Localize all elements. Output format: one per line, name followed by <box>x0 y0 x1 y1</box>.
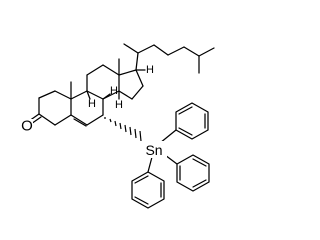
bond-c13-c17 <box>118 69 137 76</box>
bond-c3-c4 <box>38 113 56 126</box>
bond-c4-c5 <box>54 114 72 126</box>
bond-c12-c13 <box>102 64 120 76</box>
tin-label: Sn <box>145 142 162 158</box>
bond-c25-c26 <box>198 47 215 57</box>
bond-c11-c12 <box>86 64 104 76</box>
bond-c23-c24 <box>167 46 185 56</box>
bond-c9-c10 <box>70 90 88 100</box>
bond-c9-h <box>86 90 91 100</box>
bond-c22-c23 <box>153 44 169 56</box>
bond-sn-ph1 <box>159 129 177 144</box>
structure-canvas: O Sn H H H H <box>21 43 215 209</box>
phenyl-ring-1 <box>175 102 209 140</box>
phenyl-ring-2 <box>131 171 165 209</box>
h-label-c14: H <box>115 99 123 111</box>
bond-c20-c21 <box>123 43 139 54</box>
bond-c15-c14 <box>118 90 133 100</box>
hashed-bond-c7-sn <box>104 117 142 142</box>
h-label-c17: H <box>146 64 154 76</box>
oxygen-label: O <box>21 118 33 135</box>
bond-c6-c7 <box>86 114 104 126</box>
bond-c5-c6 <box>70 114 88 126</box>
h-label-c9: H <box>88 98 96 110</box>
phenyl-ring-3 <box>176 154 210 192</box>
bond-c20-c22 <box>137 44 155 54</box>
bond-c8-c9 <box>86 90 104 100</box>
molecule-drawing: O Sn H H H H <box>21 43 215 209</box>
bond-c5-c6-double <box>73 118 87 127</box>
bond-c17-c16 <box>135 69 144 87</box>
bond-c24-c25 <box>183 46 200 57</box>
bond-c1-c2 <box>38 90 56 99</box>
h-label-c8: H <box>110 85 118 97</box>
bond-c16-c15 <box>131 85 144 100</box>
bond-c10-c1 <box>54 90 72 100</box>
bond-c8-h <box>102 93 111 100</box>
bond-c17-c20 <box>135 52 139 71</box>
bond-sn-ph2 <box>147 156 153 173</box>
